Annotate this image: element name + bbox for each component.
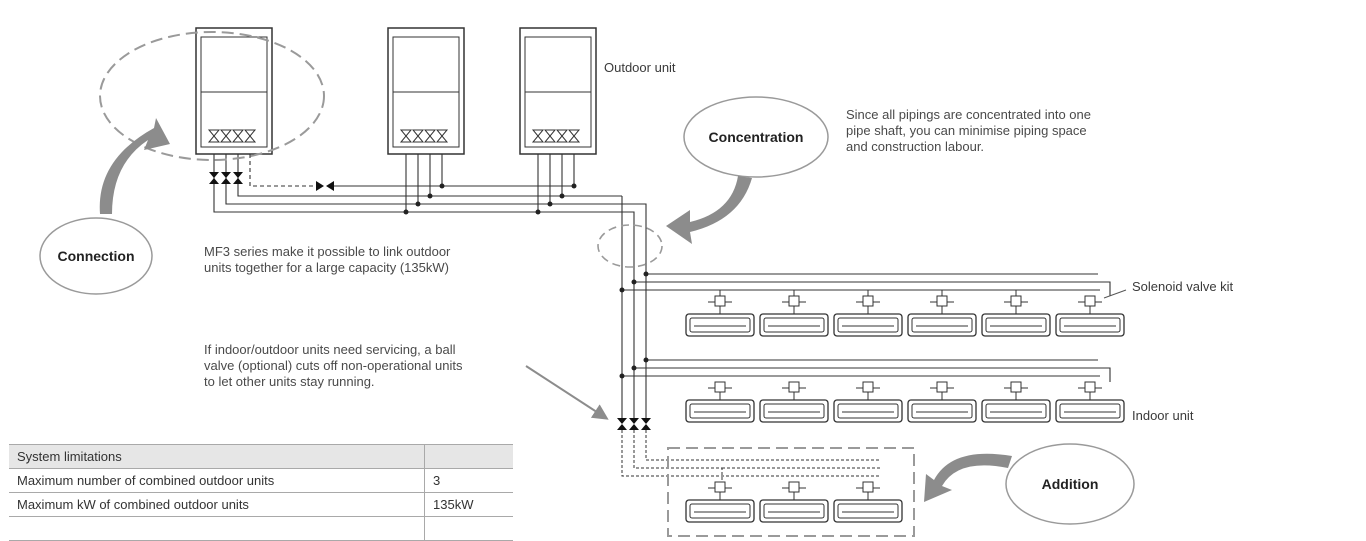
system-limitations-table: System limitations Maximum number of com… [9,444,513,541]
indoor-row-addition [685,481,903,523]
table-row: Maximum number of combined outdoor units… [9,468,513,493]
connection-arrow [99,118,170,214]
outdoor-unit-2 [387,27,465,155]
table-header: System limitations [9,444,425,469]
indoor-unit-label: Indoor unit [1132,408,1194,423]
table-row: Maximum kW of combined outdoor units 135… [9,492,513,517]
addition-highlight [667,447,915,537]
solenoid-valve-kit-label: Solenoid valve kit [1132,279,1234,294]
table-row [9,516,513,541]
outdoor-unit-1 [195,27,273,155]
servicing-note: If indoor/outdoor units need servicing, … [204,342,463,389]
connection-bubble [39,217,153,295]
ball-valves-outdoor [209,172,334,191]
addition-piping [621,430,880,482]
concentration-arrow [666,176,752,244]
indoor-row-2 [685,381,1125,423]
outdoor-unit-3 [519,27,597,155]
junction-dots [403,183,649,379]
table-header-row: System limitations [9,444,513,469]
connection-bubble-label: Connection [57,248,135,264]
connection-note: MF3 series make it possible to link outd… [204,244,451,275]
addition-bubble-label: Addition [1041,476,1099,492]
connection-highlight [99,31,325,161]
indoor-row-1 [685,290,1125,337]
concentration-highlight [597,224,663,268]
concentration-bubble-label: Concentration [708,129,804,145]
servicing-arrow [525,365,609,420]
concentration-note: Since all pipings are concentrated into … [846,107,1091,154]
addition-arrow [924,453,1012,502]
solenoid-leader [1103,289,1127,299]
concentration-bubble [683,96,829,178]
ball-valves-addition [617,418,651,430]
outdoor-unit-label: Outdoor unit [604,60,676,75]
addition-bubble [1005,443,1135,525]
